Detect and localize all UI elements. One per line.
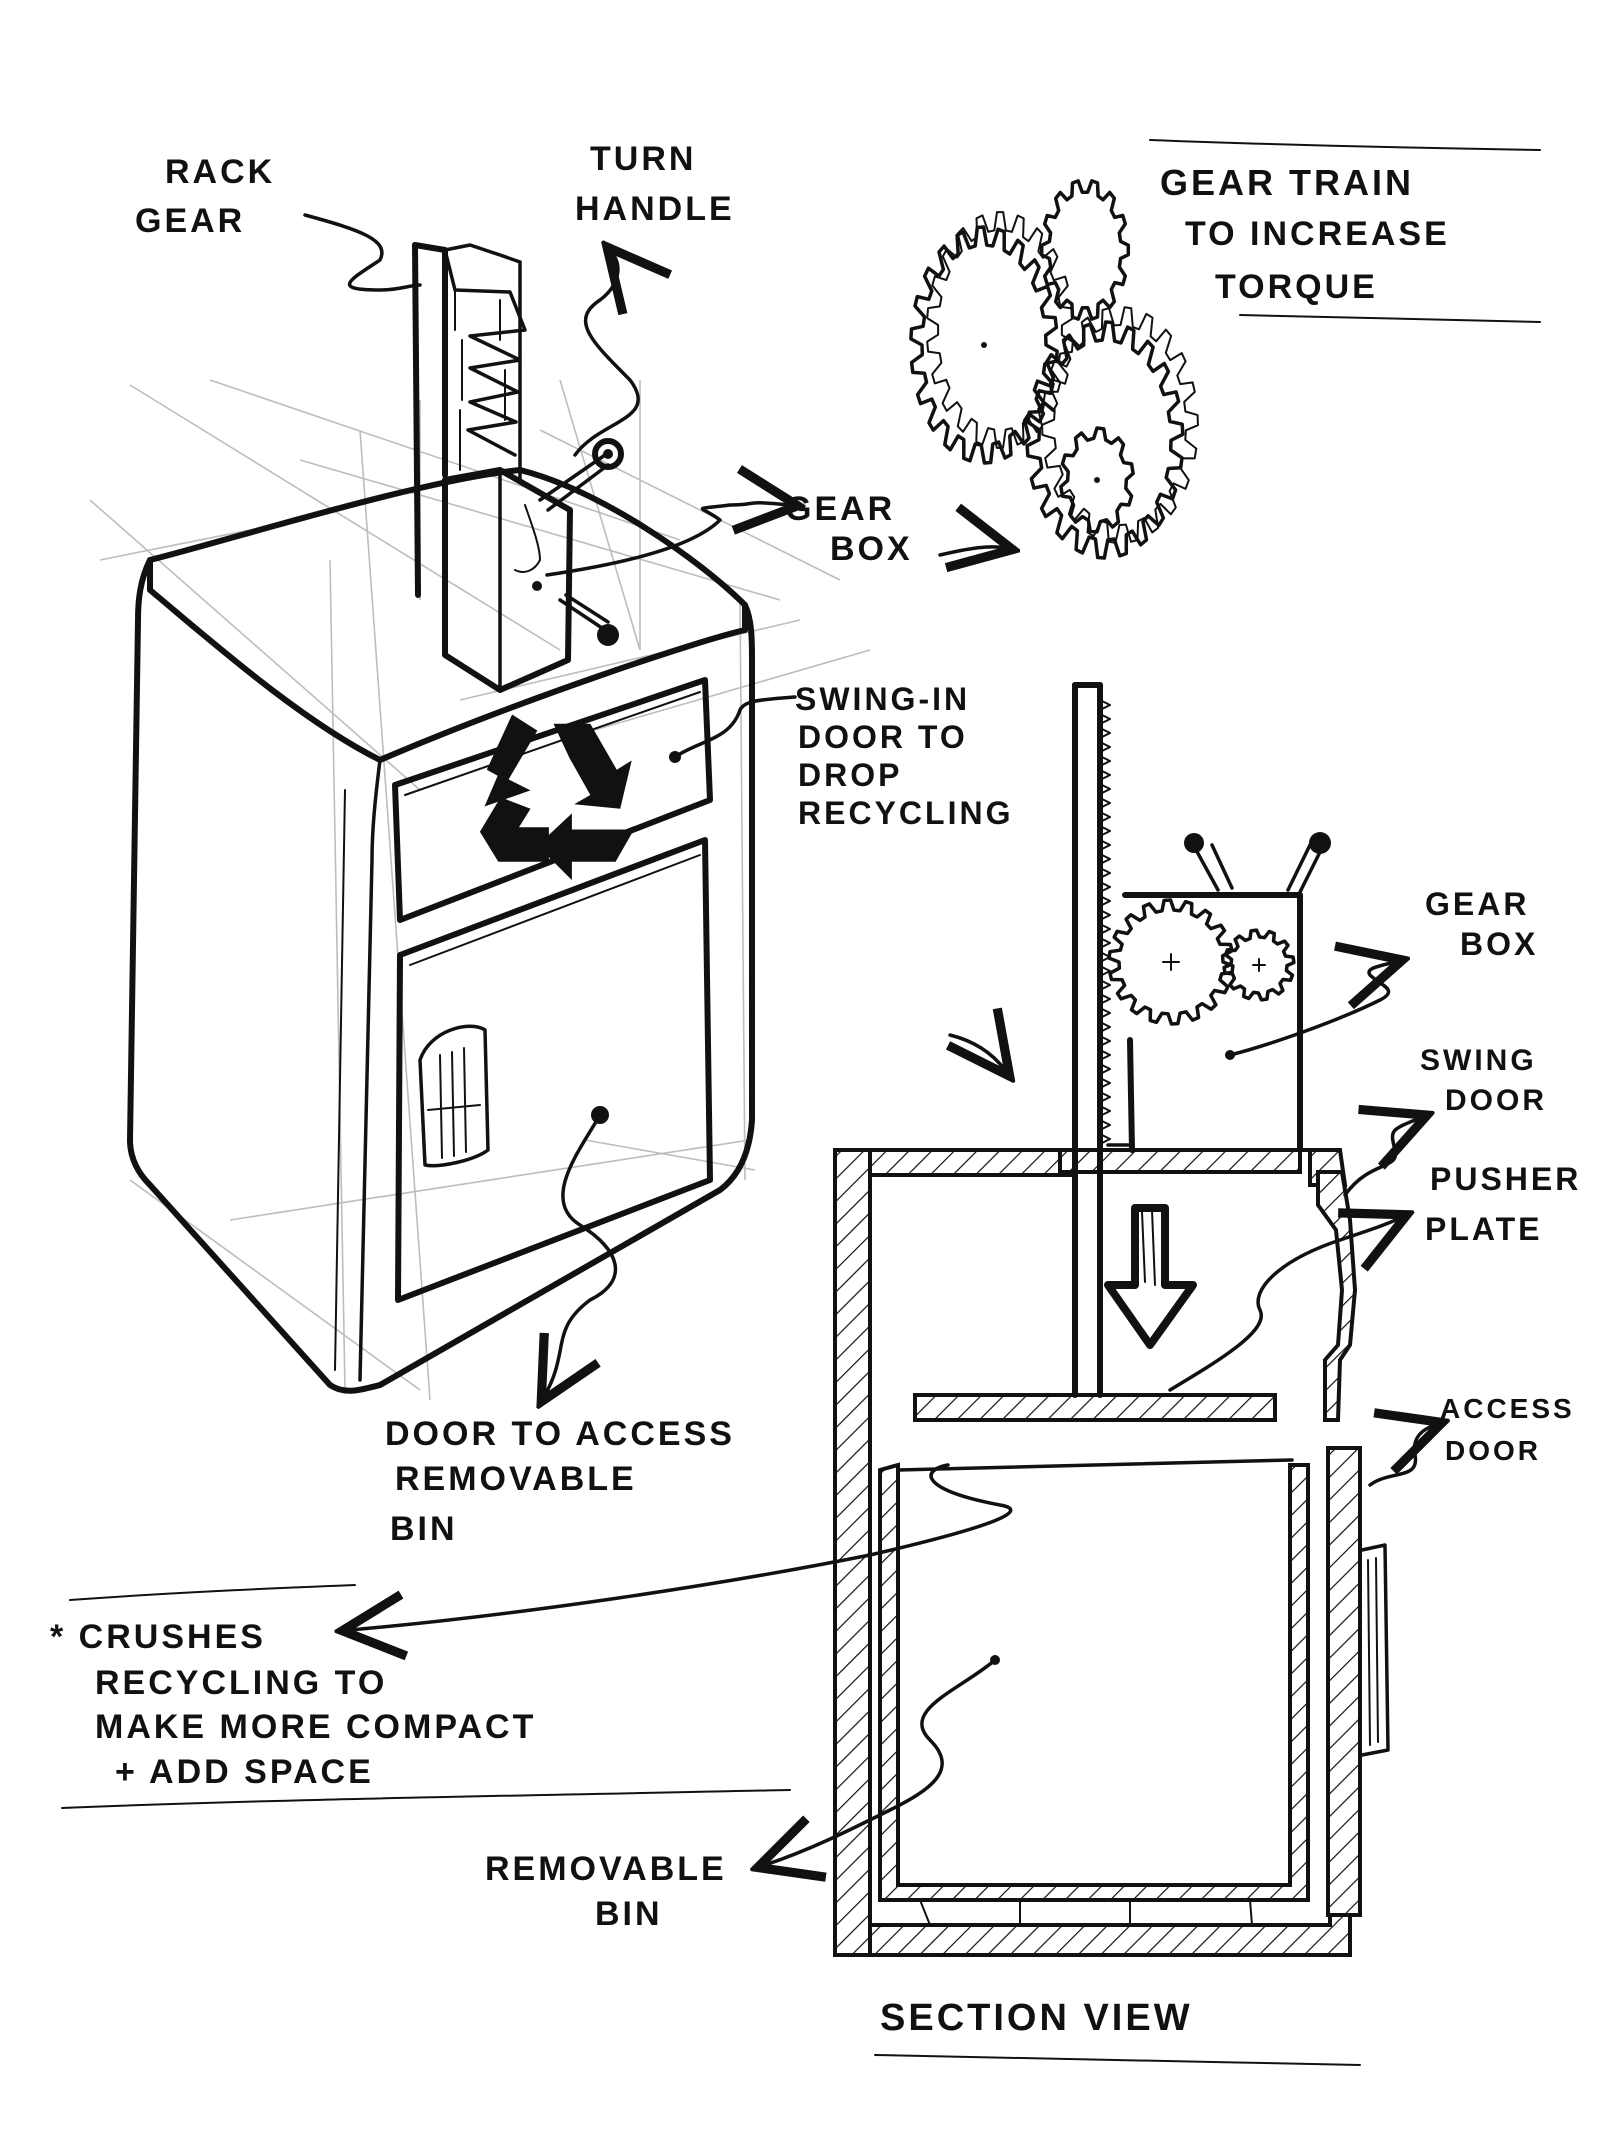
label-gear-box-top-2: BOX [830, 530, 913, 568]
rule-lines [61, 139, 1541, 2066]
label-swing-door-2: DOOR [1445, 1084, 1547, 1117]
label-access-door-2: DOOR [1445, 1435, 1541, 1466]
label-door-access-2: REMOVABLE [395, 1460, 637, 1498]
label-gear-train-1: GEAR TRAIN [1160, 162, 1414, 203]
compactor-isometric [127, 467, 755, 1394]
label-removable-bin-1: REMOVABLE [485, 1850, 727, 1888]
down-arrow-shade [1141, 1209, 1156, 1286]
label-crushes-4: + ADD SPACE [115, 1753, 374, 1791]
label-crushes-1: * CRUSHES [50, 1618, 266, 1656]
label-gear-box-top-1: GEAR [785, 490, 895, 528]
down-arrow-icon [1104, 1204, 1197, 1349]
label-turn-handle-2: HANDLE [575, 190, 735, 228]
label-removable-bin-2: BIN [595, 1895, 663, 1933]
gear-box-isometric [442, 438, 624, 693]
label-swing-in-door-4: RECYCLING [798, 795, 1013, 831]
label-gear-train-2: TO INCREASE [1185, 215, 1450, 253]
label-rack-gear-1: RACK [165, 153, 275, 191]
label-section-view: SECTION VIEW [880, 1997, 1193, 2039]
label-gear-box-section-1: GEAR [1425, 886, 1529, 922]
section-view [833, 682, 1390, 1957]
recycle-icon [479, 714, 634, 881]
label-pusher-plate-1: PUSHER [1430, 1161, 1581, 1197]
label-pusher-plate-2: PLATE [1425, 1211, 1543, 1247]
rack-gear-isometric [412, 242, 527, 598]
label-swing-door-1: SWING [1420, 1044, 1537, 1077]
gear-train [909, 179, 1199, 560]
label-door-access-1: DOOR TO ACCESS [385, 1415, 735, 1453]
label-gear-box-section-2: BOX [1460, 926, 1538, 962]
label-crushes-3: MAKE MORE COMPACT [95, 1708, 536, 1746]
leader-lines [303, 213, 1435, 1865]
label-gear-train-3: TORQUE [1215, 268, 1378, 306]
label-access-door-1: ACCESS [1440, 1393, 1575, 1424]
annotation-labels: RACK GEAR TURN HANDLE GEAR BOX GEAR TRAI… [50, 140, 1581, 2039]
label-swing-in-door-1: SWING-IN [795, 681, 970, 717]
label-rack-gear-2: GEAR [135, 202, 245, 240]
label-swing-in-door-2: DOOR TO [798, 719, 968, 755]
label-turn-handle-1: TURN [590, 140, 696, 178]
label-crushes-2: RECYCLING TO [95, 1664, 387, 1702]
label-swing-in-door-3: DROP [798, 757, 902, 793]
label-door-access-3: BIN [390, 1510, 458, 1548]
